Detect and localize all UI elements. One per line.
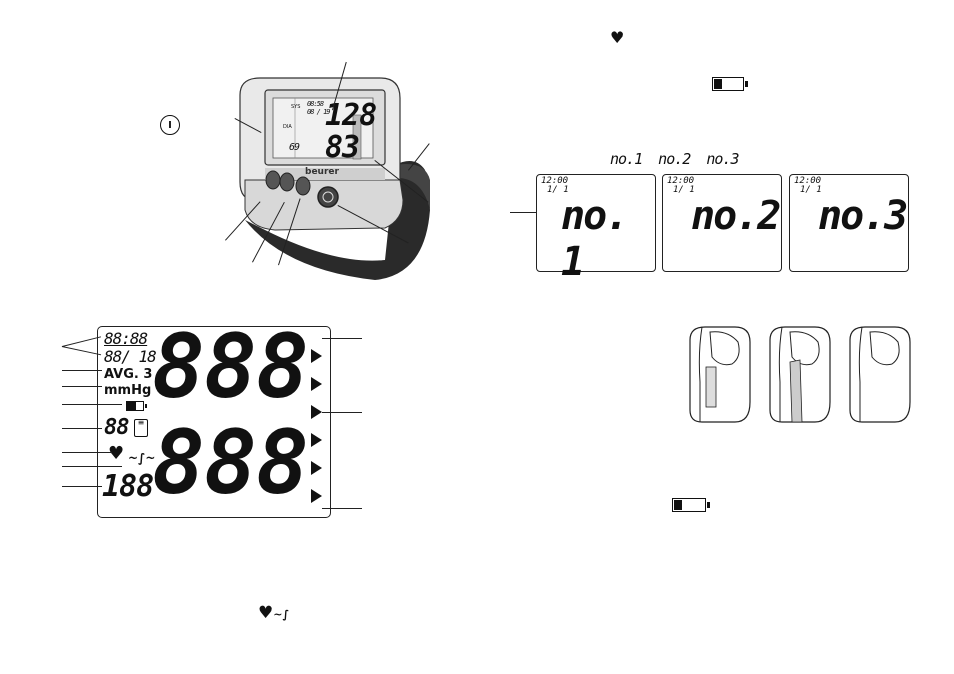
lcd-battery-icon (126, 401, 147, 411)
panel-time: 12:00 (541, 176, 569, 186)
cuff-illustration-3 (849, 326, 911, 423)
arrow-indicator-icon (311, 489, 322, 503)
memory-panel-label: no.3 (818, 193, 908, 239)
memory-panel-label: no.2 (691, 193, 781, 239)
leader-line (62, 466, 122, 467)
power-icon: I (160, 115, 180, 135)
heart-icon: ♥ (610, 28, 625, 47)
device-brand-logo: beurer (305, 167, 339, 177)
arrow-indicator-icon (311, 377, 322, 391)
leader-line (62, 386, 102, 387)
leader-line (62, 486, 102, 487)
lcd-memory-number: 88 (104, 415, 129, 440)
lcd-heart-icon: ♥ (108, 443, 125, 464)
panel-date: 1/ 1 (547, 185, 569, 195)
cuff-illustration-1 (689, 326, 751, 423)
leader-line (62, 336, 102, 347)
cuff-illustration-2 (769, 326, 831, 423)
lcd-unit: mmHg (104, 383, 152, 398)
lcd-segment-display: 88:88 88/ 18 AVG. 3 mmHg 88 ≡ ♥ ~∫~ 188 … (97, 319, 331, 518)
lcd-dia-digits: 888 (152, 411, 309, 514)
device-screen-sys: 128 (325, 98, 377, 133)
memory-note-icon: ≡ (134, 419, 148, 437)
leader-line (322, 412, 362, 413)
panel-time: 12:00 (794, 176, 822, 186)
device-drawing (239, 77, 430, 280)
memory-panel-time: 12:00 1/ 1 (667, 177, 695, 195)
arrow-indicator-icon (311, 405, 322, 419)
panel-date: 1/ 1 (800, 185, 822, 195)
leader-line (322, 508, 362, 509)
leader-line (62, 404, 122, 405)
memory-panel-3: 12:00 1/ 1 no.3 (789, 174, 909, 272)
heart-arrhythmia-icon: ♥~∫ (258, 603, 290, 623)
device-screen-date: 08 / 19 (307, 108, 330, 116)
leader-line (62, 428, 102, 429)
device-screen-dia: 83 (325, 130, 360, 165)
device-screen-pulse: 69 (289, 142, 300, 153)
panel-date: 1/ 1 (673, 185, 695, 195)
arrow-indicator-icon (311, 433, 322, 447)
device-label-dia: DIA (283, 124, 292, 130)
memory-panel-time: 12:00 1/ 1 (541, 177, 569, 195)
leader-line (62, 370, 102, 371)
leader-line (510, 212, 556, 213)
memory-panel-time: 12:00 1/ 1 (794, 177, 822, 195)
lcd-date: 88/ 18 (104, 347, 157, 366)
panel-time: 12:00 (667, 176, 695, 186)
lcd-avg: AVG. 3 (104, 367, 153, 382)
lcd-time: 88:88 (104, 329, 148, 348)
lcd-sys-digits: 888 (152, 315, 309, 418)
arrow-indicator-icon (311, 461, 322, 475)
device-label-sys: SYS (291, 104, 301, 110)
memory-panel-1: 12:00 1/ 1 no. 1 (536, 174, 656, 285)
memory-panel-2: 12:00 1/ 1 no.2 (662, 174, 782, 272)
battery-low-icon-2 (672, 498, 710, 512)
arrow-indicator-icon (311, 349, 322, 363)
power-icon-symbol: I (168, 119, 172, 131)
leader-line (62, 452, 112, 453)
lcd-arrhythmia-icon: ~∫~ (128, 451, 156, 465)
device-illustration: 128 83 69 08:58 08 / 19 SYS DIA beurer (225, 60, 455, 290)
leader-line (322, 338, 362, 339)
battery-low-icon (712, 77, 748, 91)
memory-panel-label: no. 1 (561, 193, 629, 285)
leader-line (61, 346, 102, 356)
device-screen-time: 08:58 (307, 100, 324, 108)
memory-heading: no.1 no.2 no.3 (610, 150, 739, 168)
lcd-pulse: 188 (102, 469, 154, 504)
